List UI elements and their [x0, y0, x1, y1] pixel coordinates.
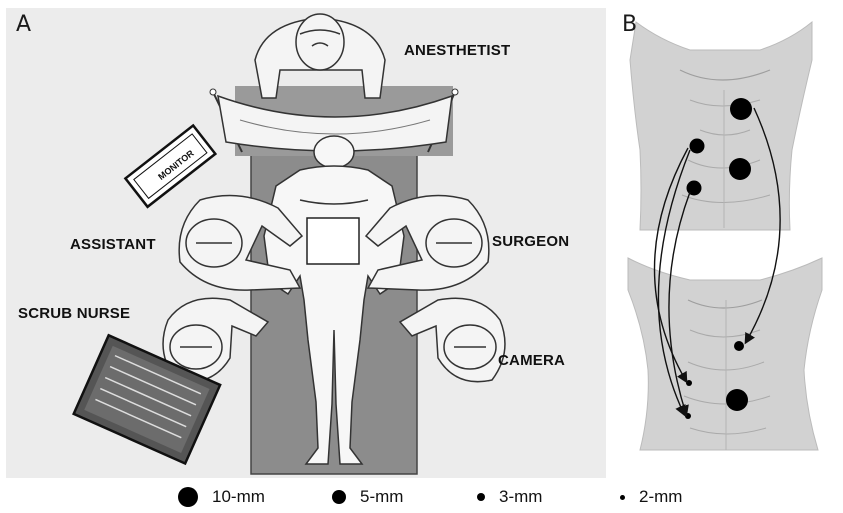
scrub-nurse-label: SCRUB NURSE — [18, 305, 130, 322]
panel-a-letter: A — [16, 12, 31, 37]
upper-port-dot — [729, 158, 751, 180]
legend-item-10mm: 10-mm — [178, 482, 265, 512]
upper-torso — [630, 22, 812, 230]
legend-item-2mm: 2-mm — [620, 482, 682, 512]
camera-label: CAMERA — [498, 352, 565, 369]
incision-field — [307, 218, 359, 264]
legend-label: 2-mm — [639, 487, 682, 507]
upper-port-dot — [687, 181, 702, 196]
anesthetist-label: ANESTHETIST — [404, 42, 510, 59]
port-size-legend: 10-mm 5-mm 3-mm 2-mm — [0, 482, 843, 512]
legend-dot-3mm — [477, 493, 485, 501]
legend-dot-10mm — [178, 487, 198, 507]
lower-torso — [628, 258, 822, 450]
legend-label: 5-mm — [360, 487, 403, 507]
upper-port-dot — [730, 98, 752, 120]
lower-port-dot — [686, 380, 692, 386]
legend-label: 10-mm — [212, 487, 265, 507]
legend-item-3mm: 3-mm — [477, 482, 542, 512]
legend-item-5mm: 5-mm — [332, 482, 403, 512]
surgeon-label: SURGEON — [492, 233, 569, 250]
legend-dot-2mm — [620, 495, 625, 500]
lower-port-dot — [734, 341, 744, 351]
lower-port-dot — [726, 389, 748, 411]
legend-dot-5mm — [332, 490, 346, 504]
upper-port-dot — [690, 139, 705, 154]
panel-b-letter: B — [622, 12, 637, 37]
legend-label: 3-mm — [499, 487, 542, 507]
assistant-label: ASSISTANT — [70, 236, 156, 253]
